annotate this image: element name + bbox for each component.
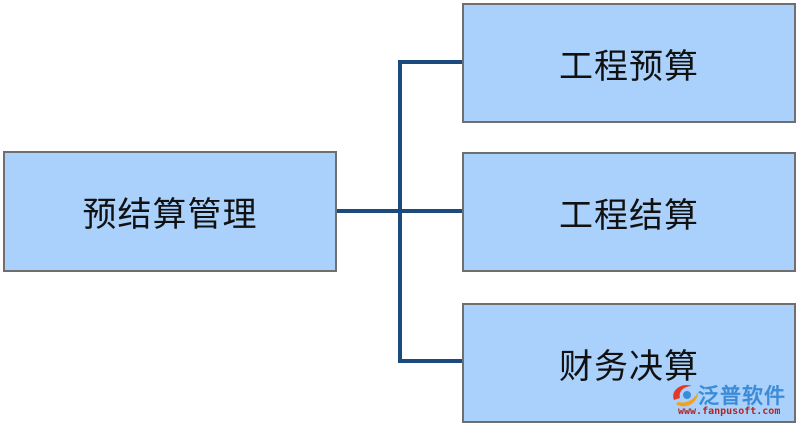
child-node-label: 工程结算 (559, 195, 699, 236)
watermark-logo: 泛普软件 www.fanpusoft.com (668, 378, 798, 424)
child-node-label: 工程预算 (559, 46, 699, 87)
child-node-budget: 工程预算 (462, 3, 796, 123)
child-node-final-accounts: 财务决算 (462, 303, 796, 423)
logo-swirl-icon (673, 384, 698, 407)
child-node-settlement: 工程结算 (462, 152, 796, 272)
root-node: 预结算管理 (3, 151, 337, 272)
watermark-url: www.fanpusoft.com (678, 406, 781, 417)
watermark-brand: 泛普软件 (698, 384, 786, 408)
child-node-label: 财务决算 (559, 346, 699, 387)
root-node-label: 预结算管理 (82, 195, 258, 235)
